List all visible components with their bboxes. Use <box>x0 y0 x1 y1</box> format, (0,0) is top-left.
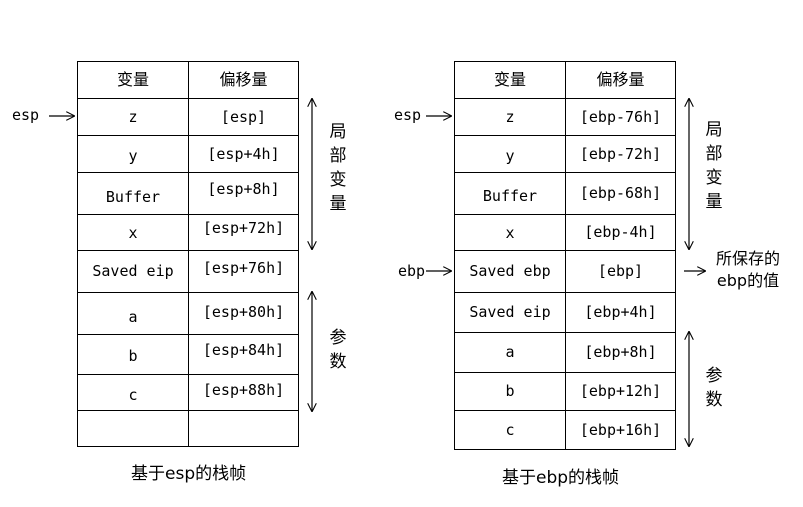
header-variable: 变量 <box>77 61 189 99</box>
offset-cell: [ebp] <box>565 250 676 293</box>
var-cell: Saved eip <box>77 250 189 293</box>
params-label: 参 数 <box>705 366 723 410</box>
var-cell: Buffer <box>77 172 189 215</box>
offset-cell: [ebp+8h] <box>565 332 676 373</box>
offset-cell: [ebp-72h] <box>565 135 676 173</box>
locals-label: 局 部 变 量 <box>705 120 723 212</box>
var-cell: b <box>77 334 189 375</box>
ebp-label: ebp <box>398 262 426 280</box>
locals-label: 局 部 变 量 <box>329 122 347 214</box>
var-cell: a <box>454 332 566 373</box>
var-cell: c <box>454 410 566 450</box>
esp-label: esp <box>12 106 40 124</box>
header-offset: 偏移量 <box>188 61 299 99</box>
offset-cell: [esp+72h] <box>188 214 299 251</box>
var-cell: c <box>77 374 189 411</box>
esp-stack-table: 变量 偏移量 z [esp] y [esp+4h] Buffer [esp+8h… <box>77 61 299 447</box>
offset-cell: [esp+4h] <box>188 135 299 173</box>
esp-label: esp <box>394 106 422 124</box>
offset-cell: [esp+80h] <box>188 292 299 335</box>
var-cell: b <box>454 372 566 411</box>
params-label: 参 数 <box>329 328 347 372</box>
var-cell: y <box>77 135 189 173</box>
var-cell: Buffer <box>454 172 566 215</box>
var-cell: Saved ebp <box>454 250 566 293</box>
esp-frame-caption: 基于esp的栈帧 <box>131 464 247 484</box>
empty-cell <box>188 410 299 447</box>
var-cell: a <box>77 292 189 335</box>
ebp-frame-caption: 基于ebp的栈帧 <box>502 468 620 488</box>
offset-cell: [ebp-4h] <box>565 214 676 251</box>
offset-cell: [ebp-76h] <box>565 98 676 136</box>
offset-cell: [esp+76h] <box>188 250 299 293</box>
offset-cell: [ebp-68h] <box>565 172 676 215</box>
var-cell: y <box>454 135 566 173</box>
saved-ebp-note: 所保存的 ebp的值 <box>715 249 780 290</box>
offset-cell: [ebp+4h] <box>565 292 676 333</box>
empty-cell <box>77 410 189 447</box>
ebp-stack-table: 变量 偏移量 z [ebp-76h] y [ebp-72h] Buffer [e… <box>454 61 676 450</box>
offset-cell: [esp+8h] <box>188 172 299 215</box>
header-offset: 偏移量 <box>565 61 676 99</box>
offset-cell: [ebp+16h] <box>565 410 676 450</box>
